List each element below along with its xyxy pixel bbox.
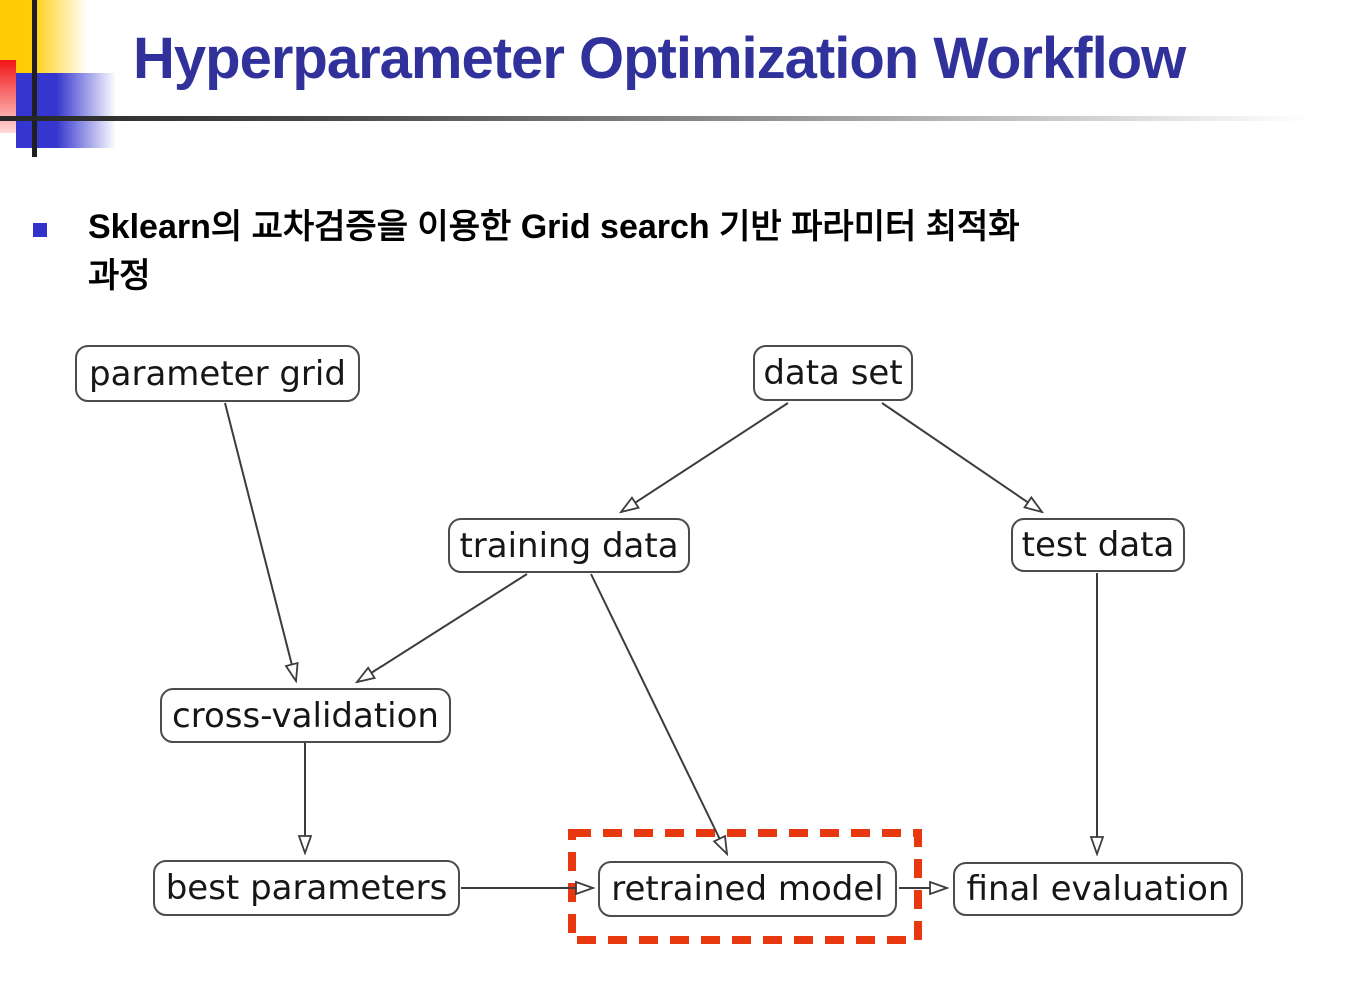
node-label: cross-validation [172, 695, 439, 736]
node-label: final evaluation [966, 869, 1230, 909]
corner-red-block [0, 60, 16, 133]
edge-data-set-to-test-data [881, 402, 1042, 512]
node-test-data: test data [1011, 518, 1185, 572]
bullet-text: Sklearn의 교차검증을 이용한 Grid search 기반 파라미터 최… [88, 203, 1328, 301]
edge-parameter-grid-to-cross-validation [224, 402, 296, 681]
highlight-dashed-box [568, 829, 922, 944]
node-final-evaluation: final evaluation [953, 862, 1243, 916]
corner-vertical-line [32, 0, 37, 157]
node-label: test data [1021, 525, 1175, 565]
corner-yellow-fade [30, 0, 88, 73]
edge-training-data-to-retrained-model [590, 573, 727, 854]
node-training-data: training data [448, 518, 690, 573]
node-parameter-grid: parameter grid [75, 345, 360, 402]
node-cross-validation: cross-validation [160, 688, 451, 743]
node-label: best parameters [165, 868, 448, 908]
node-best-parameters: best parameters [153, 860, 460, 916]
node-data-set: data set [753, 345, 913, 401]
bullet-line-2: 과정 [88, 257, 151, 295]
corner-blue-fade [56, 73, 116, 148]
edge-data-set-to-training-data [621, 402, 789, 512]
slide-title: Hyperparameter Optimization Workflow [133, 26, 1186, 91]
node-label: data set [763, 353, 903, 393]
edge-training-data-to-cross-validation [357, 573, 528, 682]
node-label: training data [459, 525, 679, 566]
header-divider-line [0, 116, 1312, 121]
bullet-square-icon [33, 223, 47, 237]
bullet-line-1: Sklearn의 교차검증을 이용한 Grid search 기반 파라미터 최… [88, 208, 1020, 246]
node-label: parameter grid [89, 353, 346, 394]
node-retrained-model: retrained model [598, 861, 897, 917]
node-label: retrained model [611, 869, 884, 909]
